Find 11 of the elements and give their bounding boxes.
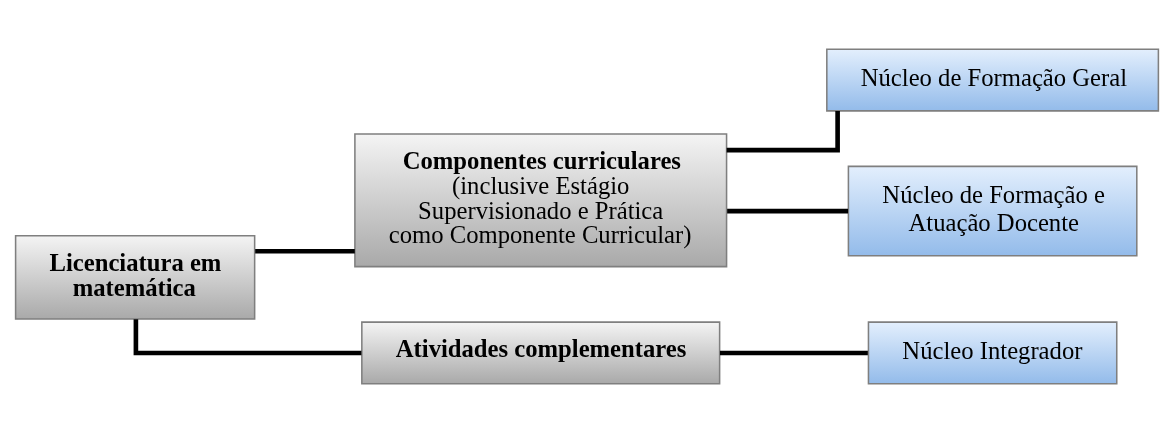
connector (727, 208, 849, 213)
node-box: Núcleo de Formação e Atuação Docente (847, 165, 1138, 257)
connector (726, 110, 840, 152)
connector (133, 318, 362, 355)
node-box: Núcleo de Formação Geral (826, 47, 1160, 112)
connector (719, 350, 868, 355)
node-box: Núcleo Integrador (867, 320, 1118, 385)
node-box: Componentes curriculares (inclusive Estágio Supervisionado e Prática como Componente Curricular) (354, 132, 728, 267)
connector (255, 248, 355, 253)
node-box: Licenciatura em matemática (14, 234, 256, 320)
node-box: Atividades complementares (361, 320, 721, 385)
